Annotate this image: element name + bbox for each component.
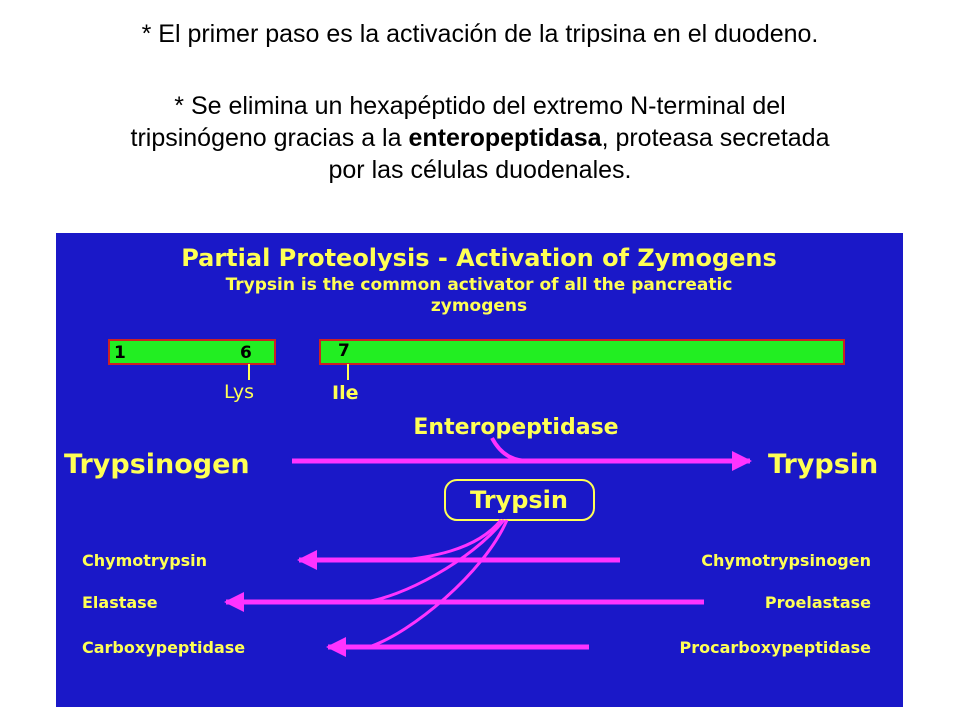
residue-1-label: 1 xyxy=(114,343,126,363)
zymogen-procarboxypeptidase: Procarboxypeptidase xyxy=(680,638,872,657)
product-chymotrypsin: Chymotrypsin xyxy=(82,551,207,570)
trypsinogen-label: Trypsinogen xyxy=(64,449,250,480)
residue-6-label: 6 xyxy=(240,343,252,363)
zymogen-proelastase: Proelastase xyxy=(765,593,871,612)
chain-segment-trypsin xyxy=(319,339,845,365)
trypsin-curve-elastase xyxy=(363,519,506,604)
caption-line-2b-post: , proteasa secretada xyxy=(601,124,830,152)
zymogen-chymotrypsinogen: Chymotrypsinogen xyxy=(701,551,871,570)
enteropeptidase-curve xyxy=(490,437,539,464)
trypsin-box xyxy=(444,479,595,521)
slide-subtitle-1: Trypsin is the common activator of all t… xyxy=(226,275,733,295)
product-elastase: Elastase xyxy=(82,593,158,612)
caption-paragraph-2: * Se elimina un hexapéptido del extremo … xyxy=(0,90,960,186)
caption-enteropeptidasa-bold: enteropeptidasa xyxy=(408,124,602,152)
ile-label: Ile xyxy=(332,382,358,404)
caption-line-2b: tripsinógeno gracias a la enteropeptidas… xyxy=(0,122,960,154)
caption-line-2c: por las células duodenales. xyxy=(328,156,632,184)
trypsin-curve-carboxypeptidase xyxy=(368,519,509,649)
slide-diagram: Partial Proteolysis - Activation of Zymo… xyxy=(64,244,878,657)
product-carboxypeptidase: Carboxypeptidase xyxy=(82,638,245,657)
lys-label: Lys xyxy=(224,381,254,403)
caption-line-2a: * Se elimina un hexapéptido del extremo … xyxy=(174,92,786,120)
slide-image: Partial Proteolysis - Activation of Zymo… xyxy=(56,233,903,707)
residue-7-label: 7 xyxy=(338,341,350,361)
slide-subtitle-2: zymogens xyxy=(431,296,527,316)
enteropeptidase-label: Enteropeptidase xyxy=(413,415,618,440)
chain-segment-hexapeptide xyxy=(108,339,276,365)
caption-line-2b-pre: tripsinógeno gracias a la xyxy=(130,124,409,152)
trypsin-product-label: Trypsin xyxy=(768,449,878,480)
slide-title: Partial Proteolysis - Activation of Zymo… xyxy=(181,244,777,272)
trypsin-box-label: Trypsin xyxy=(470,486,568,514)
caption-line-1: * El primer paso es la activación de la … xyxy=(141,20,819,48)
